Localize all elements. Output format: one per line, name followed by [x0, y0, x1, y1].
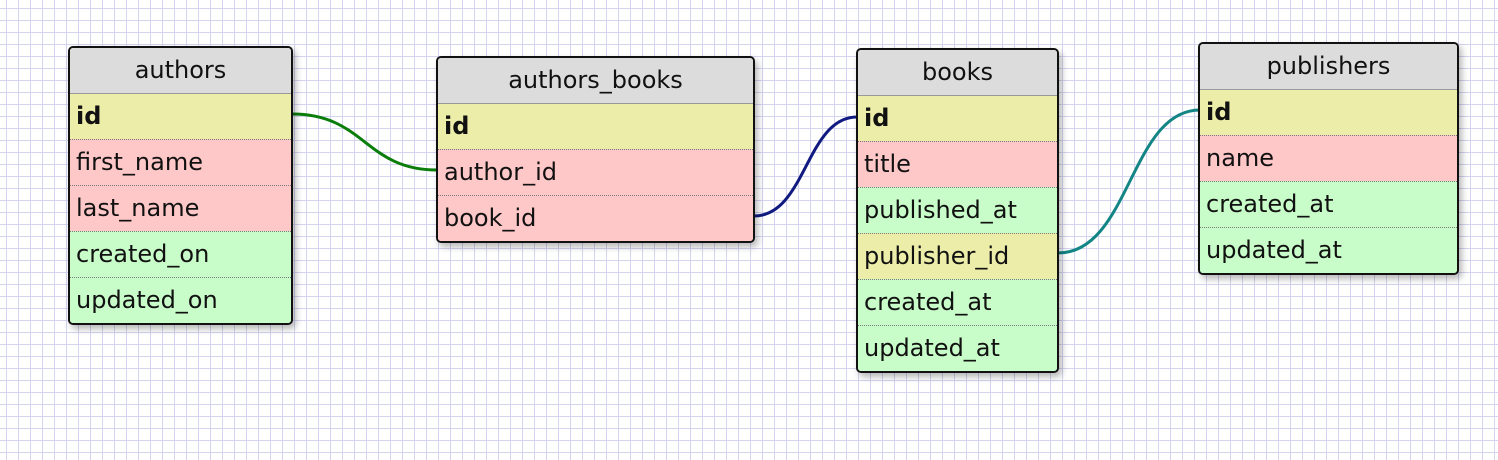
table-title-books: books [858, 50, 1057, 96]
field-books-published-at[interactable]: published_at [858, 187, 1057, 233]
publisher-id-to-publishers-id-link [1057, 108, 1201, 255]
field-authors-updated-on[interactable]: updated_on [70, 277, 291, 323]
field-publishers-created-at[interactable]: created_at [1200, 181, 1457, 227]
field-books-id[interactable]: id [858, 96, 1057, 141]
book-id-to-books-id-link [753, 115, 858, 218]
table-publishers[interactable]: publishers id name created_at updated_at [1198, 42, 1459, 275]
field-publishers-name[interactable]: name [1200, 135, 1457, 181]
table-books[interactable]: books id title published_at publisher_id… [856, 48, 1059, 373]
field-authors-created-on[interactable]: created_on [70, 231, 291, 277]
field-authors-first-name[interactable]: first_name [70, 139, 291, 185]
field-books-publisher-id[interactable]: publisher_id [858, 233, 1057, 279]
field-authors-books-book-id[interactable]: book_id [438, 195, 753, 241]
table-title-authors: authors [70, 48, 291, 94]
table-authors-books[interactable]: authors_books id author_id book_id [436, 56, 755, 243]
field-publishers-updated-at[interactable]: updated_at [1200, 227, 1457, 273]
field-books-updated-at[interactable]: updated_at [858, 325, 1057, 371]
field-authors-last-name[interactable]: last_name [70, 185, 291, 231]
authors-id-to-author-id-link [291, 112, 438, 172]
field-authors-id[interactable]: id [70, 94, 291, 139]
field-authors-books-id[interactable]: id [438, 104, 753, 149]
field-books-title[interactable]: title [858, 141, 1057, 187]
table-title-publishers: publishers [1200, 44, 1457, 90]
field-authors-books-author-id[interactable]: author_id [438, 149, 753, 195]
field-books-created-at[interactable]: created_at [858, 279, 1057, 325]
table-title-authors-books: authors_books [438, 58, 753, 104]
table-authors[interactable]: authors id first_name last_name created_… [68, 46, 293, 325]
field-publishers-id[interactable]: id [1200, 90, 1457, 135]
